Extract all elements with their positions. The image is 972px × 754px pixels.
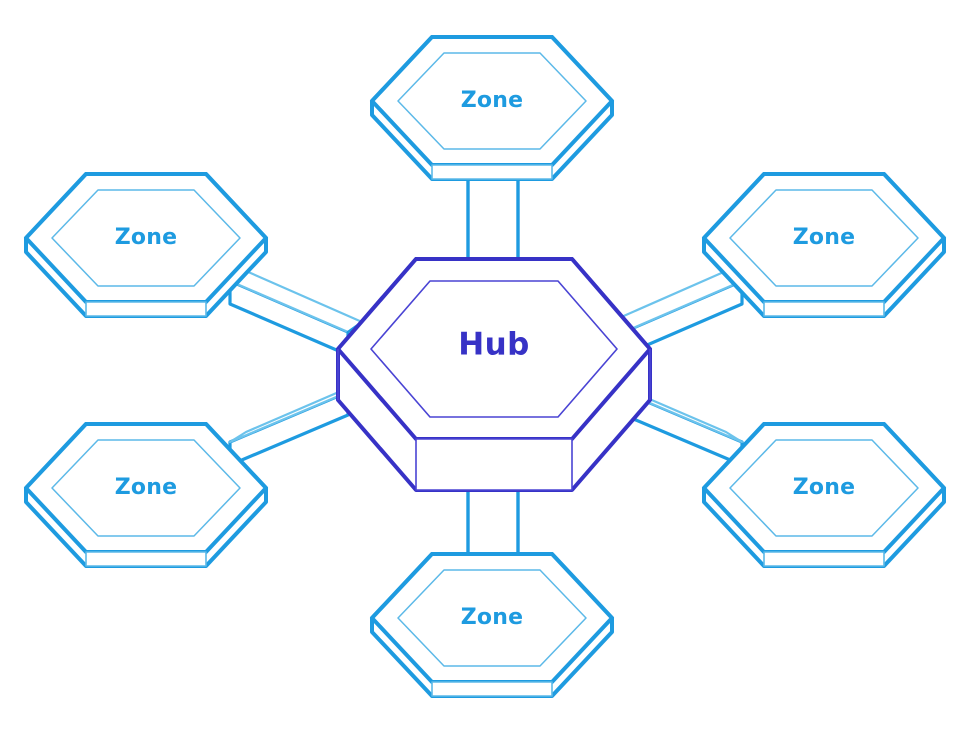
zone-inner-outline (397, 52, 587, 150)
zone-front-face (85, 551, 207, 567)
zone-front-face (431, 681, 553, 697)
zone-node-top-right[interactable]: Zone (702, 172, 946, 318)
zone-label: Zone (793, 475, 855, 500)
zone-node-top[interactable]: Zone (370, 35, 614, 181)
connector-body (228, 390, 350, 467)
zone-node-top-left[interactable]: Zone (24, 172, 268, 318)
zone-front-face (763, 301, 885, 317)
zone-node-bottom[interactable]: Zone (370, 552, 614, 698)
hub-inner-outline (370, 280, 618, 418)
zone-label: Zone (461, 88, 523, 113)
zone-label: Zone (793, 225, 855, 250)
zone-inner-outline (729, 189, 919, 287)
zone-label: Zone (115, 475, 177, 500)
zone-node-bottom-left[interactable]: Zone (24, 422, 268, 568)
zone-inner-outline (51, 189, 241, 287)
zone-label: Zone (461, 605, 523, 630)
zone-front-face (431, 164, 553, 180)
zone-node-bottom-right[interactable]: Zone (702, 422, 946, 568)
zone-front-face (763, 551, 885, 567)
zone-inner-outline (397, 569, 587, 667)
zone-inner-outline (51, 439, 241, 537)
zone-label: Zone (115, 225, 177, 250)
zone-inner-outline (729, 439, 919, 537)
hub-node[interactable]: Hub (336, 257, 652, 492)
zone-front-face (85, 301, 207, 317)
hub-label: Hub (458, 327, 529, 363)
hub-front-face (415, 438, 573, 491)
